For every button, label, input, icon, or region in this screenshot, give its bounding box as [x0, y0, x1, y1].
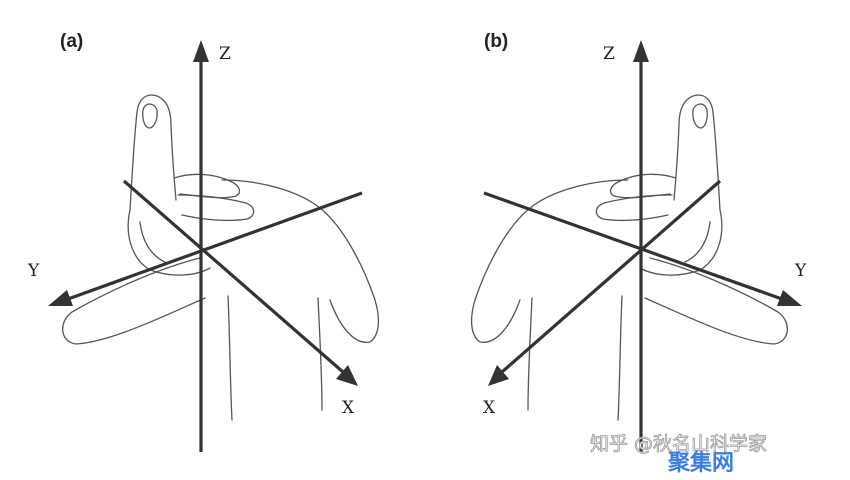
y-label-a: Y [27, 261, 40, 281]
index-finger-outline [129, 94, 177, 211]
palm-crease [139, 221, 166, 263]
axes-b [483, 40, 802, 452]
z-arrowhead-a [193, 40, 209, 62]
panel-b-label: (b) [484, 31, 508, 52]
x-arrowhead-a [336, 365, 358, 386]
x-label-b: X [483, 398, 496, 418]
back-of-hand [470, 179, 629, 343]
index-fingernail [692, 103, 708, 129]
right-hand-drawing [470, 94, 788, 421]
folded-middle-finger [173, 173, 241, 199]
watermark-brand: 聚集网 [667, 450, 734, 476]
panel-a: (a) [27, 31, 380, 452]
back-of-hand [221, 179, 380, 343]
wrist-outline-inner [527, 297, 533, 411]
x-arrowhead-b [488, 365, 509, 386]
z-label-a: Z [219, 44, 231, 64]
y-arrowhead-a [48, 290, 73, 306]
folded-ring-finger [177, 194, 255, 222]
thumb-outline [62, 257, 206, 345]
z-label-b: Z [603, 44, 615, 64]
folded-middle-finger [609, 173, 677, 199]
x-axis-b [500, 179, 722, 374]
watermark-text: 知乎 @秋名山科学家 [590, 433, 767, 455]
wrist-outline [617, 295, 623, 421]
index-fingernail [142, 103, 158, 129]
axes-a [48, 40, 363, 452]
y-axis-b [483, 191, 783, 301]
y-label-b: Y [794, 261, 807, 281]
y-arrowhead-b [777, 290, 802, 306]
y-axis-a [67, 191, 363, 301]
watermark: 知乎 @秋名山科学家 聚集网 [590, 433, 768, 476]
index-finger-outline [673, 94, 721, 211]
palm-crease [684, 221, 711, 263]
x-axis-a [122, 179, 345, 374]
panel-b: (b) Z Y X [470, 31, 807, 452]
thumb-outline [644, 257, 788, 345]
x-label-a: X [342, 398, 355, 418]
wrist-outline-inner [317, 297, 323, 411]
z-arrowhead-b [633, 40, 649, 62]
palm-underside [639, 209, 723, 276]
left-hand-drawing [62, 94, 380, 421]
folded-ring-finger [595, 194, 673, 222]
panel-a-label: (a) [60, 31, 83, 52]
wrist-outline [227, 295, 233, 421]
